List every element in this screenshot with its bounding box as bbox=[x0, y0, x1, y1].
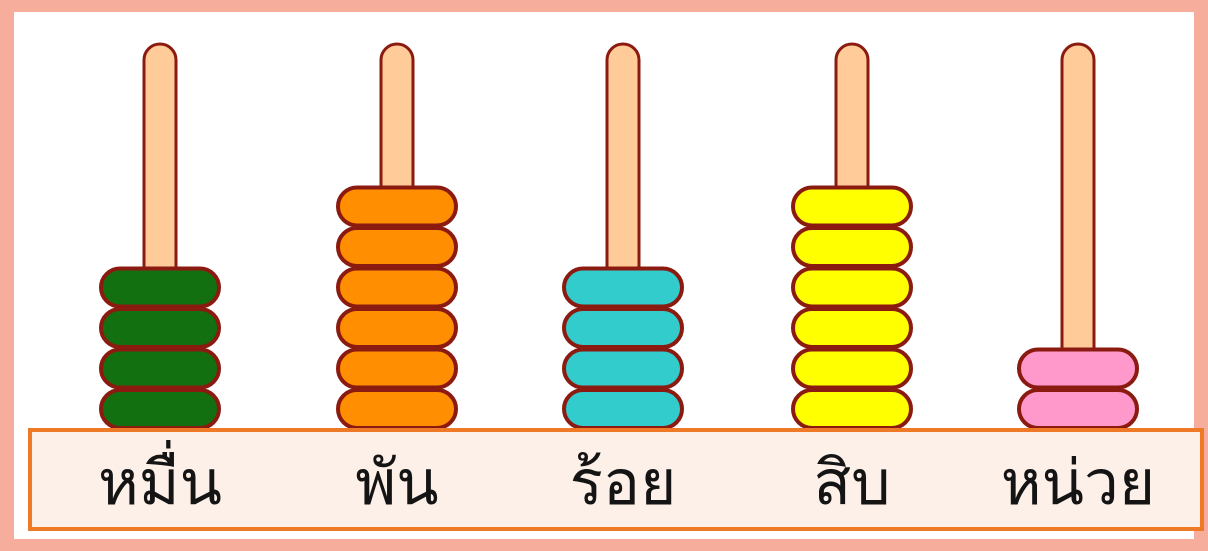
bead-thousands-4 bbox=[338, 269, 456, 307]
bead-tens-4 bbox=[793, 269, 911, 307]
label-thousands: พัน bbox=[307, 438, 487, 528]
bead-hundreds-4 bbox=[564, 269, 682, 307]
bead-thousands-5 bbox=[338, 228, 456, 266]
bead-tens-5 bbox=[793, 228, 911, 266]
bead-tens-6 bbox=[793, 188, 911, 226]
bead-tens-3 bbox=[793, 309, 911, 347]
bead-ten-thousands-1 bbox=[101, 390, 219, 428]
bead-thousands-1 bbox=[338, 390, 456, 428]
bead-tens-1 bbox=[793, 390, 911, 428]
bead-thousands-6 bbox=[338, 188, 456, 226]
bead-hundreds-3 bbox=[564, 309, 682, 347]
label-tens: สิบ bbox=[762, 438, 942, 528]
bead-ten-thousands-2 bbox=[101, 350, 219, 388]
label-units: หน่วย bbox=[988, 438, 1168, 528]
bead-units-1 bbox=[1019, 390, 1137, 428]
bead-thousands-2 bbox=[338, 350, 456, 388]
bead-thousands-3 bbox=[338, 309, 456, 347]
bead-hundreds-1 bbox=[564, 390, 682, 428]
label-ten-thousands: หมื่น bbox=[70, 438, 250, 528]
bead-ten-thousands-3 bbox=[101, 309, 219, 347]
bead-tens-2 bbox=[793, 350, 911, 388]
bead-units-2 bbox=[1019, 350, 1137, 388]
bead-ten-thousands-4 bbox=[101, 269, 219, 307]
label-hundreds: ร้อย bbox=[533, 438, 713, 528]
bead-hundreds-2 bbox=[564, 350, 682, 388]
